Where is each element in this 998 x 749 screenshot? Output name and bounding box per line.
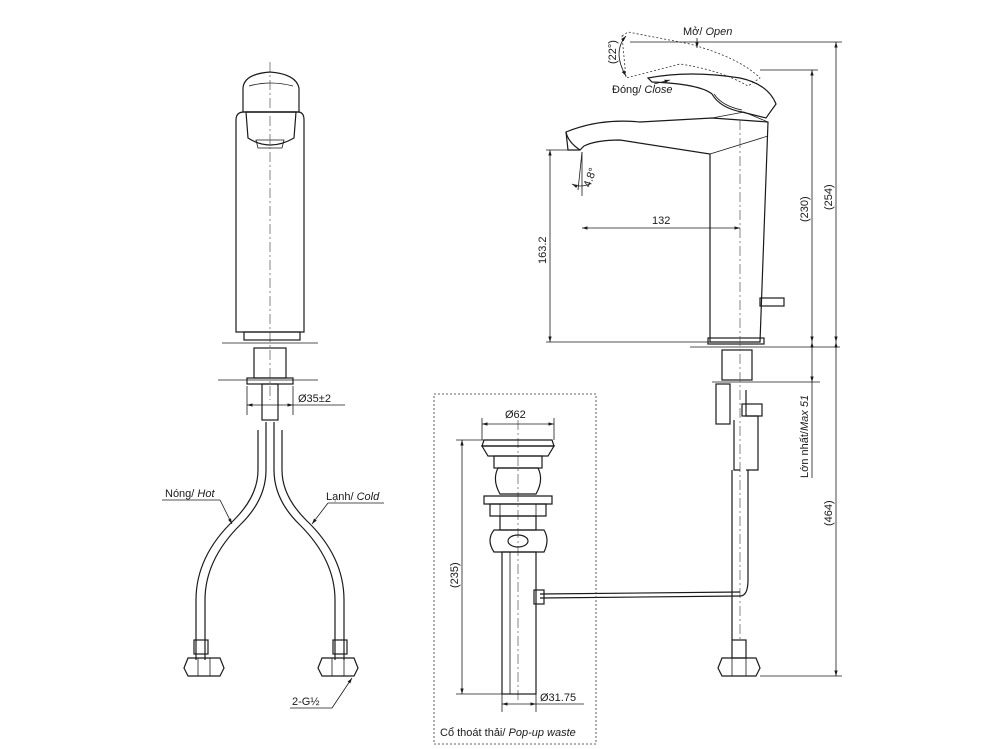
side-view: Mở/ Open Đóng/ Close (22°) 4.8° 132 163.… [533,26,842,677]
front-lever [242,71,300,113]
lever-angle-label: (22°) [607,40,619,64]
waste-tailpipe [501,551,537,695]
thread-label: 2-G½ [292,696,320,708]
overall-height-label: (254) [823,184,835,210]
waste-length-label: (235) [449,562,461,588]
cold-label: Lạnh/ Cold [326,491,380,503]
deck-thickness-label: Lớn nhất/Max 51 [799,395,811,478]
total-length-label: (464) [823,500,835,526]
waste-nut [489,529,548,553]
waste-frame [433,393,597,745]
inlet-diameter-label: Ø35±2 [298,393,331,405]
waste-caption: Cổ thoát thải/ Pop-up waste [440,727,576,739]
front-view: Ø35±2 Nóng/ Hot Lạnh/ Cold 2-G½ [162,62,384,709]
cold-nut [317,657,359,677]
lever-closed [646,73,777,119]
front-cap [245,111,297,146]
cold-hose [273,422,336,660]
close-label: Đóng/ Close [612,84,673,96]
hot-label: Nóng/ Hot [165,488,215,500]
top-diameter-label: Ø62 [505,409,526,421]
open-label: Mở/ Open [683,26,732,38]
front-base [243,331,301,341]
hot-hose [204,422,267,660]
front-body [235,111,305,333]
tail-diameter-label: Ø31.75 [540,692,576,704]
spout-body [565,117,769,343]
waste-view: Ø62 (235) Ø31.75 Cổ thoát thải/ Pop-up w… [433,393,597,745]
spout-angle-label: 4.8° [582,166,600,189]
body-height-label: (230) [799,196,811,222]
spout-height-label: 163.2 [537,236,549,264]
hot-nut [183,657,225,677]
spout-reach-label: 132 [652,215,670,227]
